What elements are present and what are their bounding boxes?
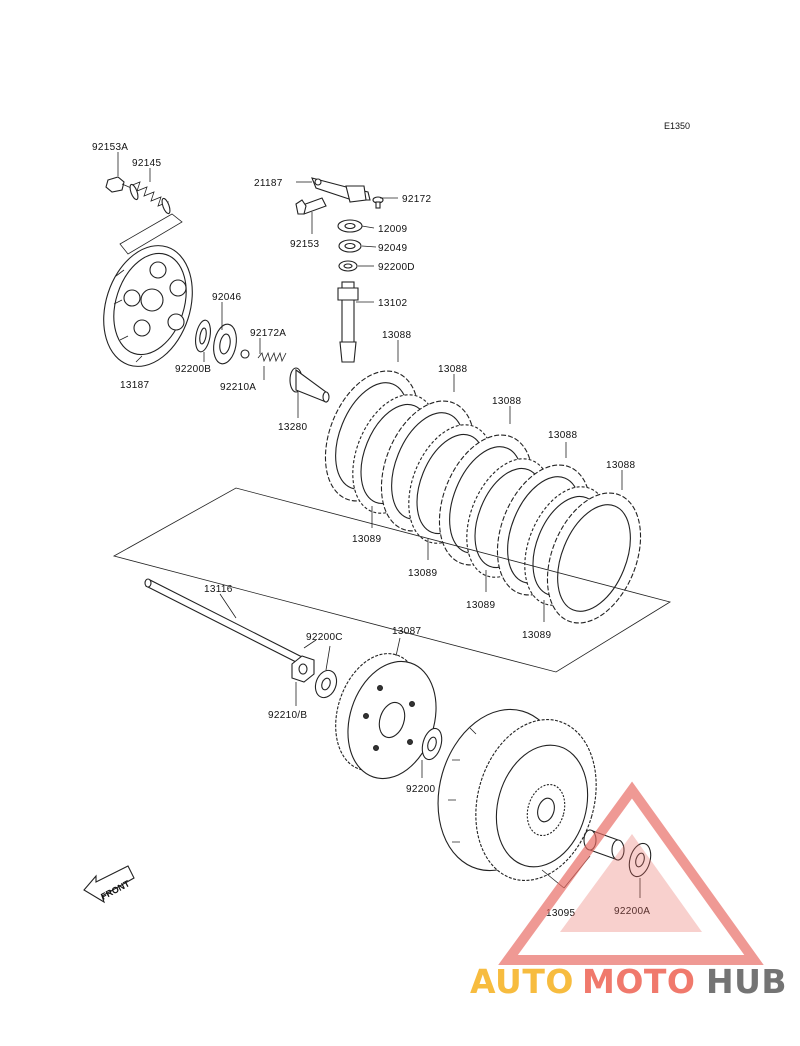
washer-92200B — [195, 319, 211, 353]
assembly-outline — [112, 487, 672, 673]
washer-92200D — [338, 260, 358, 272]
bolt-92153 — [295, 197, 327, 215]
label-92153A: 92153A — [92, 142, 128, 153]
spring-92145 — [129, 181, 171, 215]
bolt-92153A — [105, 176, 137, 193]
label-13095: 13095 — [546, 908, 575, 919]
watermark-auto: AUTO — [470, 962, 574, 1001]
label-13088-2: 13088 — [438, 364, 467, 375]
label-12009: 12009 — [378, 224, 407, 235]
label-92210B: 92210/B — [268, 710, 307, 721]
part-labels: 92153A 92145 21187 92172 92153 12009 920… — [92, 142, 650, 919]
triangle-logo-icon — [498, 781, 764, 965]
label-13088-1: 13088 — [382, 330, 411, 341]
release-lever-group — [295, 177, 384, 363]
label-92172A: 92172A — [250, 328, 286, 339]
watermark-moto: MOTO — [582, 962, 695, 1001]
label-21187: 21187 — [254, 178, 283, 189]
screw-92172 — [372, 196, 384, 209]
label-13280: 13280 — [278, 422, 307, 433]
watermark: AUTO MOTO HUB — [470, 781, 787, 1001]
label-92200C: 92200C — [306, 632, 343, 643]
label-92210A: 92210A — [220, 382, 256, 393]
label-92200D: 92200D — [378, 262, 415, 273]
label-92153: 92153 — [290, 239, 319, 250]
nut-92210B — [291, 655, 315, 683]
label-92200: 92200 — [406, 784, 435, 795]
label-13088-3: 13088 — [492, 396, 521, 407]
clutch-housing — [437, 708, 597, 881]
clutch-plates — [324, 370, 642, 624]
spring-bolt-group — [105, 176, 183, 255]
watermark-hub: HUB — [706, 962, 787, 1001]
label-13089-3: 13089 — [466, 600, 495, 611]
lever-21187 — [311, 177, 371, 203]
shaft-13102 — [337, 281, 359, 363]
label-13089-4: 13089 — [522, 630, 551, 641]
diagram-code: E1350 — [664, 121, 690, 131]
plate-last — [546, 492, 642, 624]
washer-92200A — [628, 842, 652, 878]
label-92046: 92046 — [212, 292, 241, 303]
clutch-hub-13087 — [335, 653, 437, 780]
washer-92200 — [421, 727, 443, 761]
seal-92049 — [338, 239, 362, 253]
label-13087: 13087 — [392, 626, 421, 637]
label-13102: 13102 — [378, 298, 407, 309]
washer-92200C — [314, 669, 338, 699]
label-92200B: 92200B — [175, 364, 211, 375]
label-13088-4: 13088 — [548, 430, 577, 441]
label-92145: 92145 — [132, 158, 161, 169]
label-13187: 13187 — [120, 380, 149, 391]
label-92049: 92049 — [378, 243, 407, 254]
washer-12009 — [337, 219, 363, 233]
label-13089-2: 13089 — [408, 568, 437, 579]
pressure-plate-13187 — [103, 245, 193, 367]
pusher-13280 — [289, 367, 330, 403]
bearing-92046 — [213, 323, 237, 365]
label-92200A: 92200A — [614, 906, 650, 917]
front-arrow-icon: FRONT — [83, 865, 135, 904]
spring-92210A — [257, 351, 287, 363]
ball-92172A — [240, 349, 250, 359]
label-13088-5: 13088 — [606, 460, 635, 471]
label-92172: 92172 — [402, 194, 431, 205]
label-13089-1: 13089 — [352, 534, 381, 545]
label-13116: 13116 — [204, 584, 233, 595]
